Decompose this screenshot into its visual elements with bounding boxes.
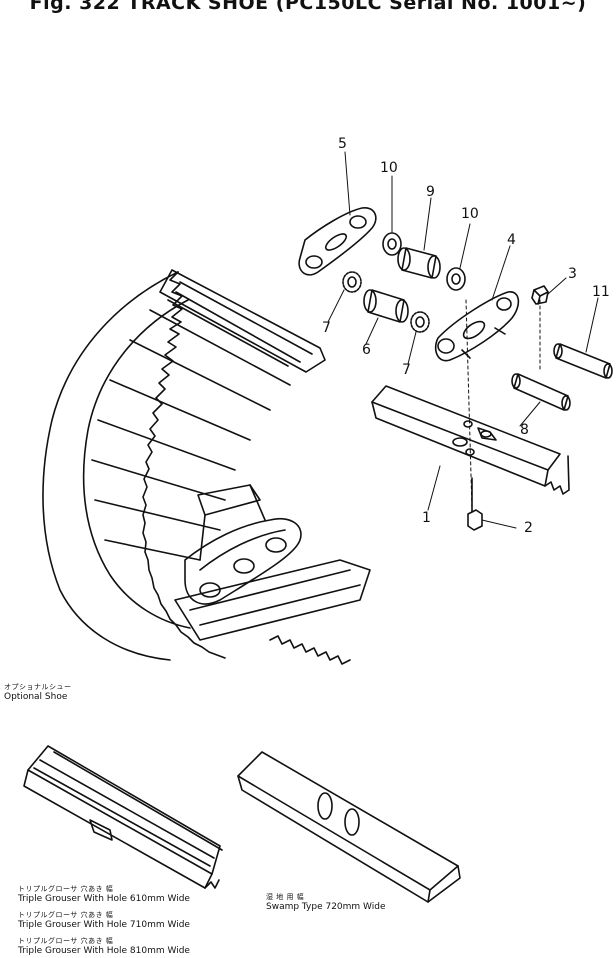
callout-9: 9 bbox=[426, 184, 435, 200]
caption-triple-610: トリプルグローサ 穴あき 幅 Triple Grouser With Hole … bbox=[18, 884, 190, 904]
track-assembly-drawing bbox=[42, 269, 371, 665]
caption-triple-810-en: Triple Grouser With Hole 810mm Wide bbox=[18, 946, 190, 956]
seal-7-upper-drawing bbox=[342, 271, 362, 293]
seal-10-upper-drawing bbox=[382, 232, 402, 256]
caption-triple-710: トリプルグローサ 穴あき 幅 Triple Grouser With Hole … bbox=[18, 910, 190, 930]
caption-triple-610-en: Triple Grouser With Hole 610mm Wide bbox=[18, 894, 190, 904]
bushing-6-drawing bbox=[363, 289, 409, 323]
nut-3-drawing bbox=[531, 285, 549, 305]
callout-10-upper: 10 bbox=[380, 160, 398, 176]
leader-lines bbox=[327, 151, 599, 529]
callout-6: 6 bbox=[362, 342, 371, 358]
shoe-1-drawing bbox=[371, 385, 570, 495]
link-4-drawing bbox=[434, 291, 520, 362]
bolt-2-drawing bbox=[467, 477, 483, 531]
caption-swamp-720: 湿 地 用 幅 Swamp Type 720mm Wide bbox=[266, 892, 386, 912]
pin-8-drawing bbox=[511, 373, 571, 411]
callout-11: 11 bbox=[592, 284, 610, 300]
caption-triple-810-jp: トリプルグローサ 穴あき 幅 bbox=[18, 937, 114, 945]
callout-2: 2 bbox=[524, 520, 533, 536]
callout-5: 5 bbox=[338, 136, 347, 152]
pin-11-drawing bbox=[553, 343, 613, 379]
optional-shoe-label: オプショナルシュー Optional Shoe bbox=[4, 682, 72, 702]
seal-10-lower-drawing bbox=[446, 267, 466, 291]
link-5-drawing bbox=[298, 207, 377, 276]
swamp-shoe-drawing bbox=[237, 751, 461, 903]
seal-7-lower-drawing bbox=[410, 311, 430, 333]
callout-8: 8 bbox=[520, 422, 529, 438]
callout-10-lower: 10 bbox=[461, 206, 479, 222]
optional-shoe-label-en: Optional Shoe bbox=[4, 692, 68, 702]
callout-1: 1 bbox=[422, 510, 431, 526]
caption-swamp-720-en: Swamp Type 720mm Wide bbox=[266, 902, 386, 912]
caption-triple-810: トリプルグローサ 穴あき 幅 Triple Grouser With Hole … bbox=[18, 936, 190, 956]
bushing-9-drawing bbox=[397, 247, 441, 279]
callout-7-upper: 7 bbox=[322, 320, 331, 336]
triple-grouser-shoe-drawing bbox=[23, 745, 223, 889]
caption-swamp-720-jp: 湿 地 用 幅 bbox=[266, 893, 305, 901]
assembly-lines bbox=[465, 299, 541, 511]
caption-triple-710-jp: トリプルグローサ 穴あき 幅 bbox=[18, 911, 114, 919]
figure-title: Fig. 322 TRACK SHOE (PC150LC Serial No. … bbox=[29, 0, 587, 14]
callout-7-lower: 7 bbox=[402, 362, 411, 378]
caption-triple-710-en: Triple Grouser With Hole 710mm Wide bbox=[18, 920, 190, 930]
optional-shoe-label-jp: オプショナルシュー bbox=[4, 683, 72, 691]
caption-triple-610-jp: トリプルグローサ 穴あき 幅 bbox=[18, 885, 114, 893]
callout-4: 4 bbox=[507, 232, 516, 248]
callout-3: 3 bbox=[568, 266, 577, 282]
